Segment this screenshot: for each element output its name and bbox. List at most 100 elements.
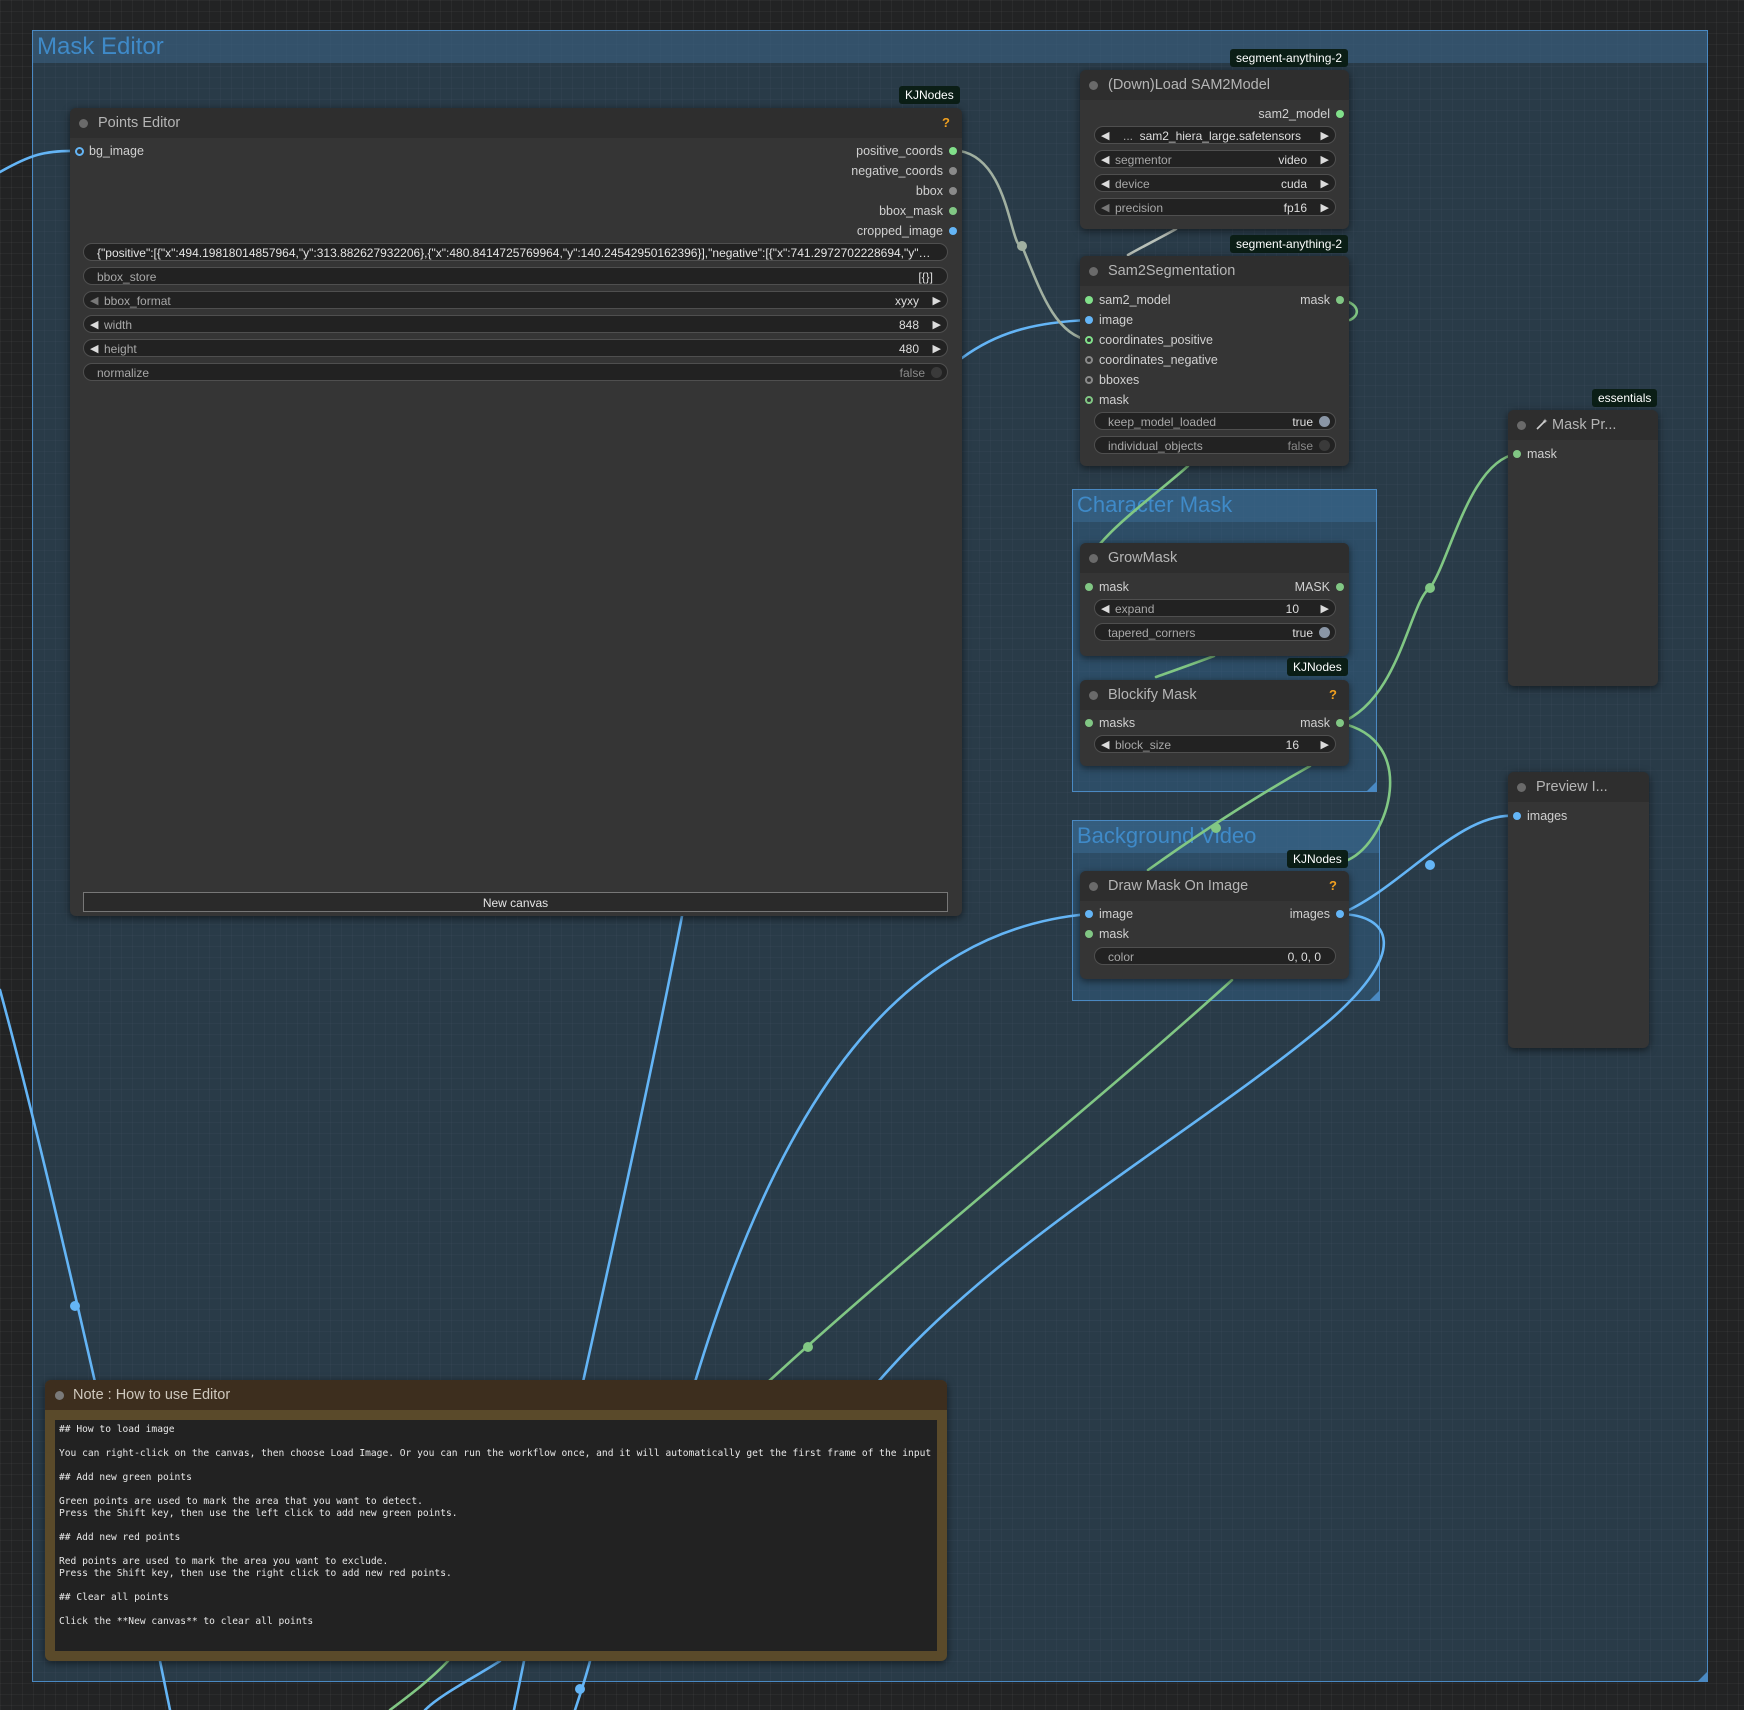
port-dot[interactable] bbox=[1085, 376, 1093, 384]
node-note-how-to-use[interactable]: Note : How to use Editor ## How to load … bbox=[45, 1380, 947, 1661]
link-midpoint[interactable] bbox=[1425, 860, 1435, 870]
output-cropped-image[interactable]: cropped_image bbox=[857, 223, 962, 239]
model-combo[interactable]: ◀ ... sam2_hiera_large.safetensors ▶ bbox=[1094, 126, 1336, 144]
arrow-right-icon[interactable]: ▶ bbox=[1320, 130, 1329, 142]
arrow-right-icon[interactable]: ▶ bbox=[932, 319, 941, 331]
port-dot[interactable] bbox=[1085, 356, 1093, 364]
input-bboxes[interactable]: bboxes bbox=[1080, 372, 1139, 388]
link-image-left-down[interactable] bbox=[0, 988, 97, 1384]
port-dot[interactable] bbox=[1336, 719, 1344, 727]
help-icon[interactable]: ? bbox=[1329, 687, 1337, 702]
node-mask-preview[interactable]: Mask Pr... mask bbox=[1508, 410, 1658, 686]
node-header[interactable]: Note : How to use Editor bbox=[45, 1380, 947, 1410]
link-midpoint[interactable] bbox=[1017, 241, 1027, 251]
port-dot[interactable] bbox=[1085, 336, 1093, 344]
collapse-dot[interactable] bbox=[1089, 81, 1098, 90]
link-images-to-preview[interactable] bbox=[1338, 814, 1519, 916]
node-header[interactable]: Sam2Segmentation bbox=[1080, 256, 1349, 286]
precision-combo[interactable]: ◀ precision fp16 ▶ bbox=[1094, 198, 1336, 216]
link-midpoint[interactable] bbox=[575, 1684, 585, 1694]
collapse-dot[interactable] bbox=[1089, 882, 1098, 891]
keep-model-loaded-toggle[interactable]: keep_model_loaded true bbox=[1094, 412, 1336, 430]
port-dot[interactable] bbox=[1513, 812, 1521, 820]
port-dot[interactable] bbox=[1085, 583, 1093, 591]
output-bbox-mask[interactable]: bbox_mask bbox=[879, 203, 962, 219]
arrow-left-icon[interactable]: ◀ bbox=[90, 343, 99, 355]
node-grow-mask[interactable]: GrowMask mask MASK ◀ expand 10 ▶ tapered… bbox=[1080, 543, 1349, 656]
new-canvas-button[interactable]: New canvas bbox=[83, 892, 948, 912]
collapse-dot[interactable] bbox=[1517, 783, 1526, 792]
link-images-draw-out-down[interactable] bbox=[876, 912, 1386, 1384]
port-dot[interactable] bbox=[1085, 930, 1093, 938]
port-dot[interactable] bbox=[949, 187, 957, 195]
node-load-sam2-model[interactable]: (Down)Load SAM2Model sam2_model ◀ ... sa… bbox=[1080, 70, 1349, 229]
help-icon[interactable]: ? bbox=[1329, 878, 1337, 893]
arrow-right-icon[interactable]: ▶ bbox=[1320, 178, 1329, 190]
output-bbox[interactable]: bbox bbox=[916, 183, 962, 199]
node-header[interactable]: Blockify Mask ? bbox=[1080, 680, 1349, 710]
link-midpoint[interactable] bbox=[1211, 823, 1221, 833]
output-mask[interactable]: MASK bbox=[1295, 579, 1349, 595]
node-header[interactable]: Points Editor ? bbox=[70, 108, 962, 138]
arrow-right-icon[interactable]: ▶ bbox=[932, 295, 941, 307]
link-image-to-sam2[interactable] bbox=[960, 318, 1091, 360]
output-images[interactable]: images bbox=[1290, 906, 1349, 922]
arrow-left-icon[interactable]: ◀ bbox=[1101, 603, 1110, 615]
arrow-left-icon[interactable]: ◀ bbox=[1101, 130, 1110, 142]
input-masks[interactable]: masks bbox=[1080, 715, 1135, 731]
port-dot[interactable] bbox=[949, 167, 957, 175]
node-points-editor[interactable]: Points Editor ? bg_image positive_coords… bbox=[70, 108, 962, 916]
node-header[interactable]: Preview I... bbox=[1508, 772, 1649, 802]
arrow-right-icon[interactable]: ▶ bbox=[1320, 202, 1329, 214]
collapse-dot[interactable] bbox=[79, 119, 88, 128]
arrow-right-icon[interactable]: ▶ bbox=[932, 343, 941, 355]
input-image[interactable]: image bbox=[1080, 906, 1133, 922]
collapse-dot[interactable] bbox=[1517, 421, 1526, 430]
tapered-corners-toggle[interactable]: tapered_corners true bbox=[1094, 623, 1336, 641]
note-text-area[interactable]: ## How to load image You can right-click… bbox=[55, 1420, 937, 1651]
node-sam2-segmentation[interactable]: Sam2Segmentation sam2_model image coordi… bbox=[1080, 256, 1349, 466]
link-image-to-note[interactable] bbox=[581, 914, 684, 1384]
input-mask[interactable]: mask bbox=[1508, 446, 1557, 462]
expand-stepper[interactable]: ◀ expand 10 ▶ bbox=[1094, 599, 1336, 617]
collapse-dot[interactable] bbox=[1089, 267, 1098, 276]
collapse-dot[interactable] bbox=[55, 1391, 64, 1400]
node-header[interactable]: Draw Mask On Image ? bbox=[1080, 871, 1349, 901]
link-bg-image[interactable] bbox=[0, 149, 80, 174]
link-midpoint[interactable] bbox=[70, 1301, 80, 1311]
input-coordinates-negative[interactable]: coordinates_negative bbox=[1080, 352, 1218, 368]
points-store-field[interactable]: {"positive":[{"x":494.19818014857964,"y"… bbox=[83, 243, 948, 261]
port-dot[interactable] bbox=[1336, 910, 1344, 918]
arrow-right-icon[interactable]: ▶ bbox=[1320, 154, 1329, 166]
arrow-right-icon[interactable]: ▶ bbox=[1320, 739, 1329, 751]
port-dot[interactable] bbox=[949, 227, 957, 235]
input-images[interactable]: images bbox=[1508, 808, 1567, 824]
port-dot[interactable] bbox=[1085, 316, 1093, 324]
port-dot[interactable] bbox=[949, 147, 957, 155]
port-dot[interactable] bbox=[1085, 396, 1093, 404]
node-header[interactable]: (Down)Load SAM2Model bbox=[1080, 70, 1349, 100]
link-midpoint[interactable] bbox=[1425, 583, 1435, 593]
arrow-left-icon[interactable]: ◀ bbox=[1101, 202, 1110, 214]
arrow-left-icon[interactable]: ◀ bbox=[90, 319, 99, 331]
group-resize-grip[interactable] bbox=[1698, 1672, 1707, 1681]
input-bg-image[interactable]: bg_image bbox=[70, 143, 144, 159]
node-preview-image[interactable]: Preview I... images bbox=[1508, 772, 1649, 1048]
link-image-below-note-1[interactable] bbox=[158, 1659, 172, 1710]
arrow-left-icon[interactable]: ◀ bbox=[1101, 739, 1110, 751]
output-mask[interactable]: mask bbox=[1300, 715, 1349, 731]
arrow-right-icon[interactable]: ▶ bbox=[1320, 603, 1329, 615]
height-stepper[interactable]: ◀ height 480 ▶ bbox=[83, 339, 948, 357]
help-icon[interactable]: ? bbox=[942, 115, 950, 130]
link-grow-to-blockify[interactable] bbox=[1154, 654, 1216, 679]
port-dot[interactable] bbox=[949, 207, 957, 215]
input-image[interactable]: image bbox=[1080, 312, 1133, 328]
link-midpoint[interactable] bbox=[803, 1342, 813, 1352]
bbox-store-field[interactable]: bbox_store [{}] bbox=[83, 267, 948, 285]
group-resize-grip[interactable] bbox=[1367, 782, 1376, 791]
port-dot[interactable] bbox=[1085, 296, 1093, 304]
output-mask[interactable]: mask bbox=[1300, 292, 1349, 308]
width-stepper[interactable]: ◀ width 848 ▶ bbox=[83, 315, 948, 333]
device-combo[interactable]: ◀ device cuda ▶ bbox=[1094, 174, 1336, 192]
input-sam2-model[interactable]: sam2_model bbox=[1080, 292, 1171, 308]
